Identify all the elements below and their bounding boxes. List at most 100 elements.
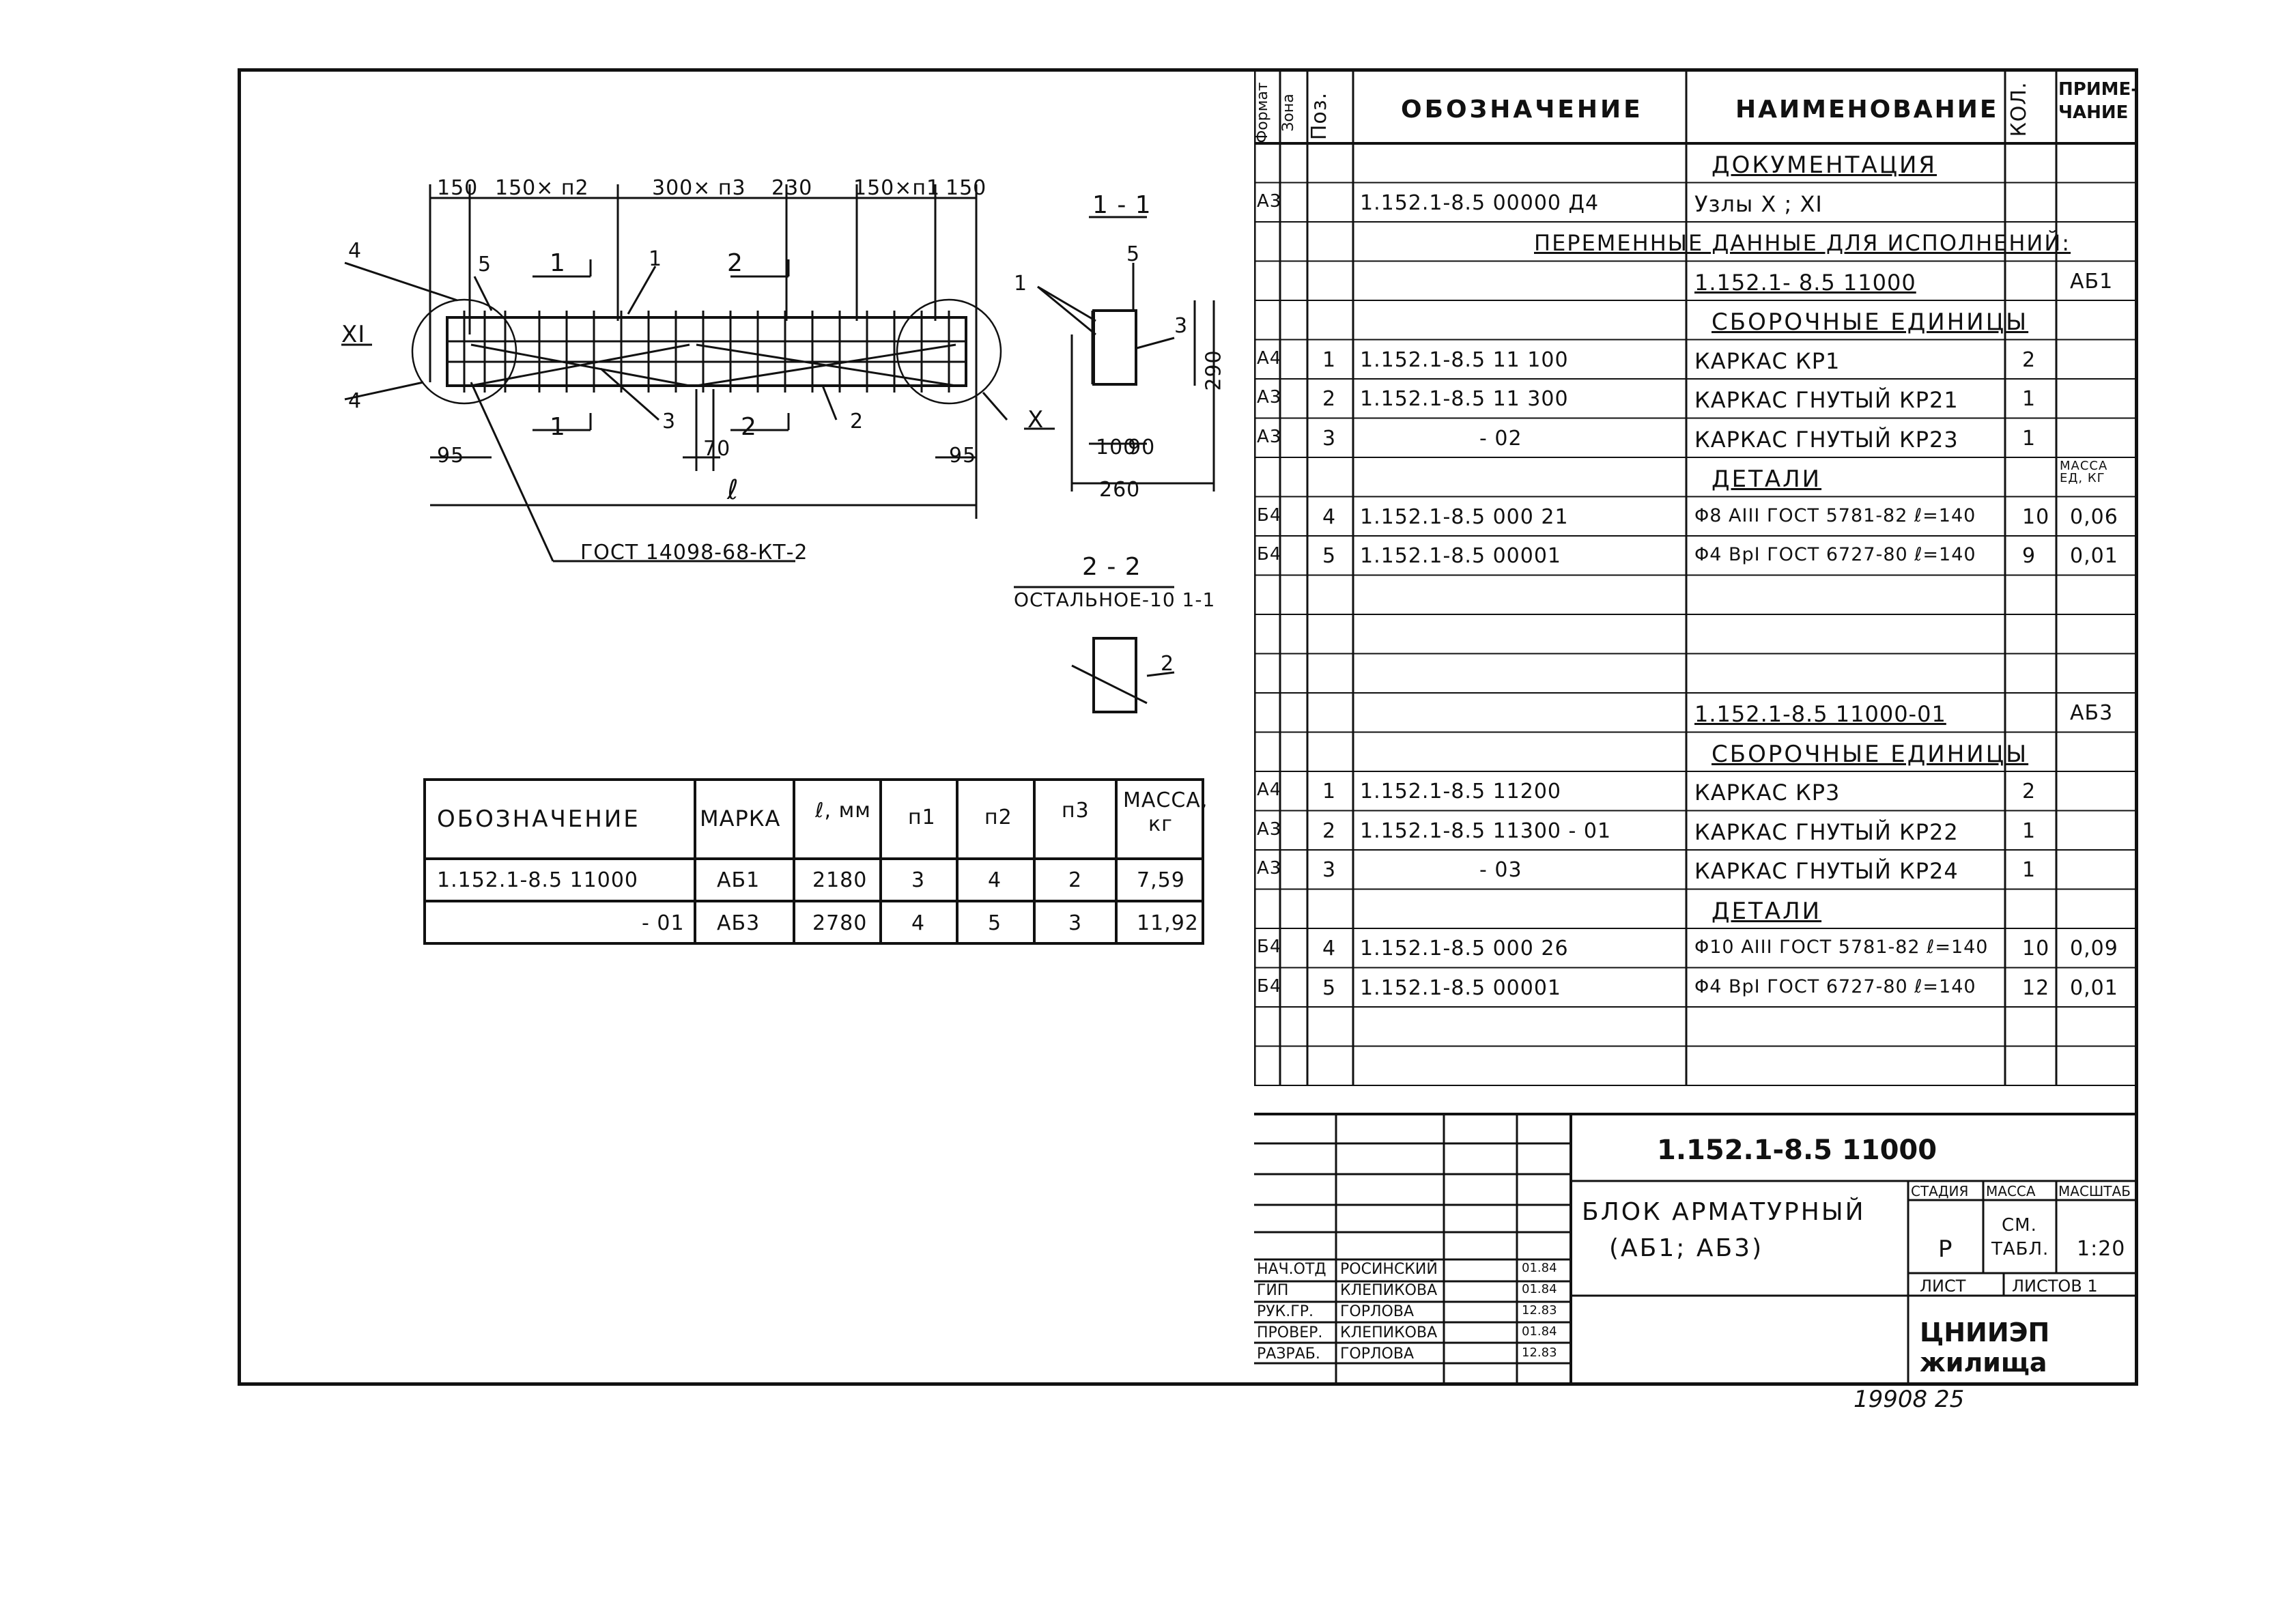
spec-row-note: АБ1 xyxy=(2070,269,2114,294)
spec-row-quantity: 10 xyxy=(2022,504,2050,529)
spec-row-designation: - 03 xyxy=(1479,858,1522,882)
dim-label-70: 70 xyxy=(703,437,731,461)
dim-label-150-n1: 150×п1 xyxy=(853,176,941,200)
spec-row-name: ДЕТАЛИ xyxy=(1712,466,1822,493)
spec-row-name: ДЕТАЛИ xyxy=(1712,897,1822,925)
variant-row-2-mass: 11,92 xyxy=(1137,911,1199,935)
variant-row-1-designation: 1.152.1-8.5 11000 xyxy=(437,868,639,892)
spec-row-format: Б4 xyxy=(1257,975,1282,997)
signer-name: ГОРЛОВА xyxy=(1340,1303,1415,1320)
spec-row-name: Узлы X ; XI xyxy=(1694,190,1823,217)
spec-row-format: Б4 xyxy=(1257,544,1282,565)
spec-row-designation: 1.152.1-8.5 11300 - 01 xyxy=(1360,818,1612,843)
spec-row-designation: 1.152.1-8.5 11 300 xyxy=(1360,387,1569,411)
spec-row-quantity: 10 xyxy=(2022,937,2050,960)
spec-header-zone: Зона xyxy=(1280,94,1297,132)
signer-date: 12.83 xyxy=(1522,1303,1557,1317)
section-1-1 xyxy=(1037,216,1215,492)
spec-row-designation: 1.152.1-8.5 00000 Д4 xyxy=(1360,190,1600,215)
spec-row-designation: 1.152.1-8.5 11200 xyxy=(1360,780,1562,803)
spec-row-format: А3 xyxy=(1257,818,1282,840)
dim-label-150-right: 150 xyxy=(946,176,987,200)
spec-row-designation: 1.152.1-8.5 000 26 xyxy=(1360,937,1569,960)
spec-row-quantity: 1 xyxy=(2022,426,2036,451)
spec-row-quantity: 2 xyxy=(2022,347,2036,372)
variant-row-2-n1: 4 xyxy=(911,911,926,935)
spec-row-name: ПЕРЕМЕННЫЕ ДАННЫЕ ДЛЯ ИСПОЛНЕНИЙ: xyxy=(1534,230,2071,256)
spec-row-name: СБОРОЧНЫЕ ЕДИНИЦЫ xyxy=(1712,740,2029,768)
spec-row-position: 5 xyxy=(1322,544,1337,568)
variant-row-1-mark: АБ1 xyxy=(717,868,761,892)
signer-date: 01.84 xyxy=(1522,1324,1557,1339)
spec-row-quantity: 1 xyxy=(2022,387,2036,411)
spec-header-qty: КОЛ. xyxy=(2007,81,2031,137)
signer-name: РОСИНСКИЙ xyxy=(1340,1261,1438,1278)
spec-row-name: Φ4 BpI ГОСТ 6727-80 ℓ=140 xyxy=(1694,975,1976,997)
doc-code: 1.152.1-8.5 11000 xyxy=(1657,1135,1937,1166)
spec-row-position: 2 xyxy=(1322,818,1337,843)
section-1-1-callout-5: 5 xyxy=(1126,242,1141,266)
variant-row-2-mark: АБ3 xyxy=(717,911,761,935)
stage-label: СТАДИЯ xyxy=(1911,1183,1969,1199)
signer-role: РУК.ГР. xyxy=(1257,1303,1314,1320)
variant-header-mass: МАССА, кг xyxy=(1123,788,1208,836)
callout-2: 2 xyxy=(850,410,864,433)
spec-header-name: НАИМЕНОВАНИЕ xyxy=(1735,96,1999,124)
section-1-1-dim-90: 90 xyxy=(1128,436,1156,459)
variant-row-1-mass: 7,59 xyxy=(1137,868,1185,892)
spec-row-name: КАРКАС КР3 xyxy=(1694,780,1841,806)
spec-row-designation: 1.152.1-8.5 00001 xyxy=(1360,544,1562,568)
spec-row-name: СБОРОЧНЫЕ ЕДИНИЦЫ xyxy=(1712,309,2029,336)
variant-header-length: ℓ, мм xyxy=(815,799,871,823)
spec-row-note: АБ3 xyxy=(2070,701,2114,725)
variant-header-n3: п3 xyxy=(1062,799,1090,823)
spec-row-position: 4 xyxy=(1322,504,1337,529)
variant-row-1-n3: 2 xyxy=(1068,868,1083,892)
variant-row-2-n2: 5 xyxy=(988,911,1002,935)
variant-header-mark: МАРКА xyxy=(700,806,781,831)
dim-label-300-n3: 300× п3 xyxy=(652,176,746,200)
title-block-grid xyxy=(1254,1113,2138,1386)
spec-header-note: ПРИМЕ- ЧАНИЕ xyxy=(2058,79,2138,123)
spec-row-quantity: 1 xyxy=(2022,858,2036,882)
spec-row-note: МАССА ЕД, КГ xyxy=(2060,459,2108,485)
section-1-1-callout-3: 3 xyxy=(1174,314,1189,338)
spec-row-designation: 1.152.1-8.5 00001 xyxy=(1360,975,1562,1000)
sheet-label: ЛИСТ xyxy=(1920,1277,1966,1296)
spec-row-name: КАРКАС КР1 xyxy=(1694,347,1841,374)
scale-value: 1:20 xyxy=(2077,1237,2126,1261)
spec-row-quantity: 1 xyxy=(2022,818,2036,843)
scale-label: МАСШТАБ xyxy=(2058,1183,2131,1199)
spec-row-format: Б4 xyxy=(1257,937,1282,957)
spec-row-designation: - 02 xyxy=(1479,426,1522,451)
spec-row-position: 1 xyxy=(1322,347,1337,372)
spec-row-format: А4 xyxy=(1257,347,1282,369)
section-2-2-subtitle: ОСТАЛЬНОЕ-10 1-1 xyxy=(1014,588,1216,611)
section-mark-2-top: 2 xyxy=(727,249,743,277)
section-mark-1-top: 1 xyxy=(550,249,566,277)
spec-row-quantity: 12 xyxy=(2022,975,2050,1000)
variant-row-1-n1: 3 xyxy=(911,868,926,892)
section-1-1-title: 1 - 1 xyxy=(1092,191,1152,219)
callout-4-top: 4 xyxy=(348,239,363,263)
dim-label-230: 230 xyxy=(771,176,813,200)
signer-name: КЛЕПИКОВА xyxy=(1340,1282,1438,1299)
variant-table-grid xyxy=(423,778,1204,945)
spec-row-name: КАРКАС ГНУТЫЙ КР23 xyxy=(1694,426,1959,453)
spec-row-format: А4 xyxy=(1257,780,1282,800)
section-1-1-callout-1: 1 xyxy=(1014,272,1028,296)
signer-date: 01.84 xyxy=(1522,1282,1557,1296)
variant-row-2-length: 2780 xyxy=(812,911,868,935)
spec-row-quantity: 9 xyxy=(2022,544,2036,568)
signer-role: ПРОВЕР. xyxy=(1257,1324,1323,1341)
spec-header-format: Формат xyxy=(1254,82,1271,143)
spec-row-name: КАРКАС ГНУТЫЙ КР21 xyxy=(1694,387,1959,413)
spec-row-designation: 1.152.1-8.5 11 100 xyxy=(1360,347,1569,372)
spec-row-format: А3 xyxy=(1257,190,1282,212)
dim-label-150-n2: 150× п2 xyxy=(495,176,589,200)
mass-value-line2: ТАБЛ. xyxy=(1991,1239,2049,1259)
spec-row-name: ДОКУМЕНТАЦИЯ xyxy=(1712,152,1937,179)
node-label-xi: XI xyxy=(341,321,366,348)
variant-row-2-n3: 3 xyxy=(1068,911,1083,935)
spec-row-name: КАРКАС ГНУТЫЙ КР24 xyxy=(1694,858,1959,884)
